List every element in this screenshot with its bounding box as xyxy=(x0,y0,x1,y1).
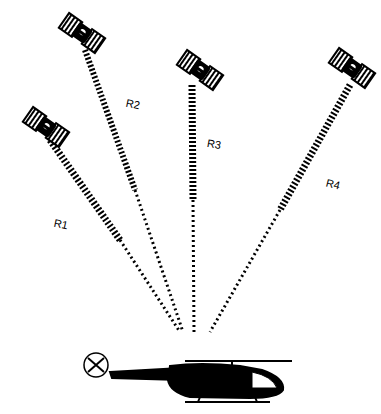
satellite xyxy=(23,107,69,147)
helicopter xyxy=(84,353,292,402)
range-label: R2 xyxy=(125,97,141,112)
range-label: R4 xyxy=(325,176,342,191)
satellite xyxy=(329,48,375,88)
range-label: R1 xyxy=(53,217,69,232)
satellite xyxy=(59,13,105,53)
range-label: R3 xyxy=(206,137,222,151)
signal-beams xyxy=(50,50,350,332)
satellite xyxy=(177,50,223,90)
